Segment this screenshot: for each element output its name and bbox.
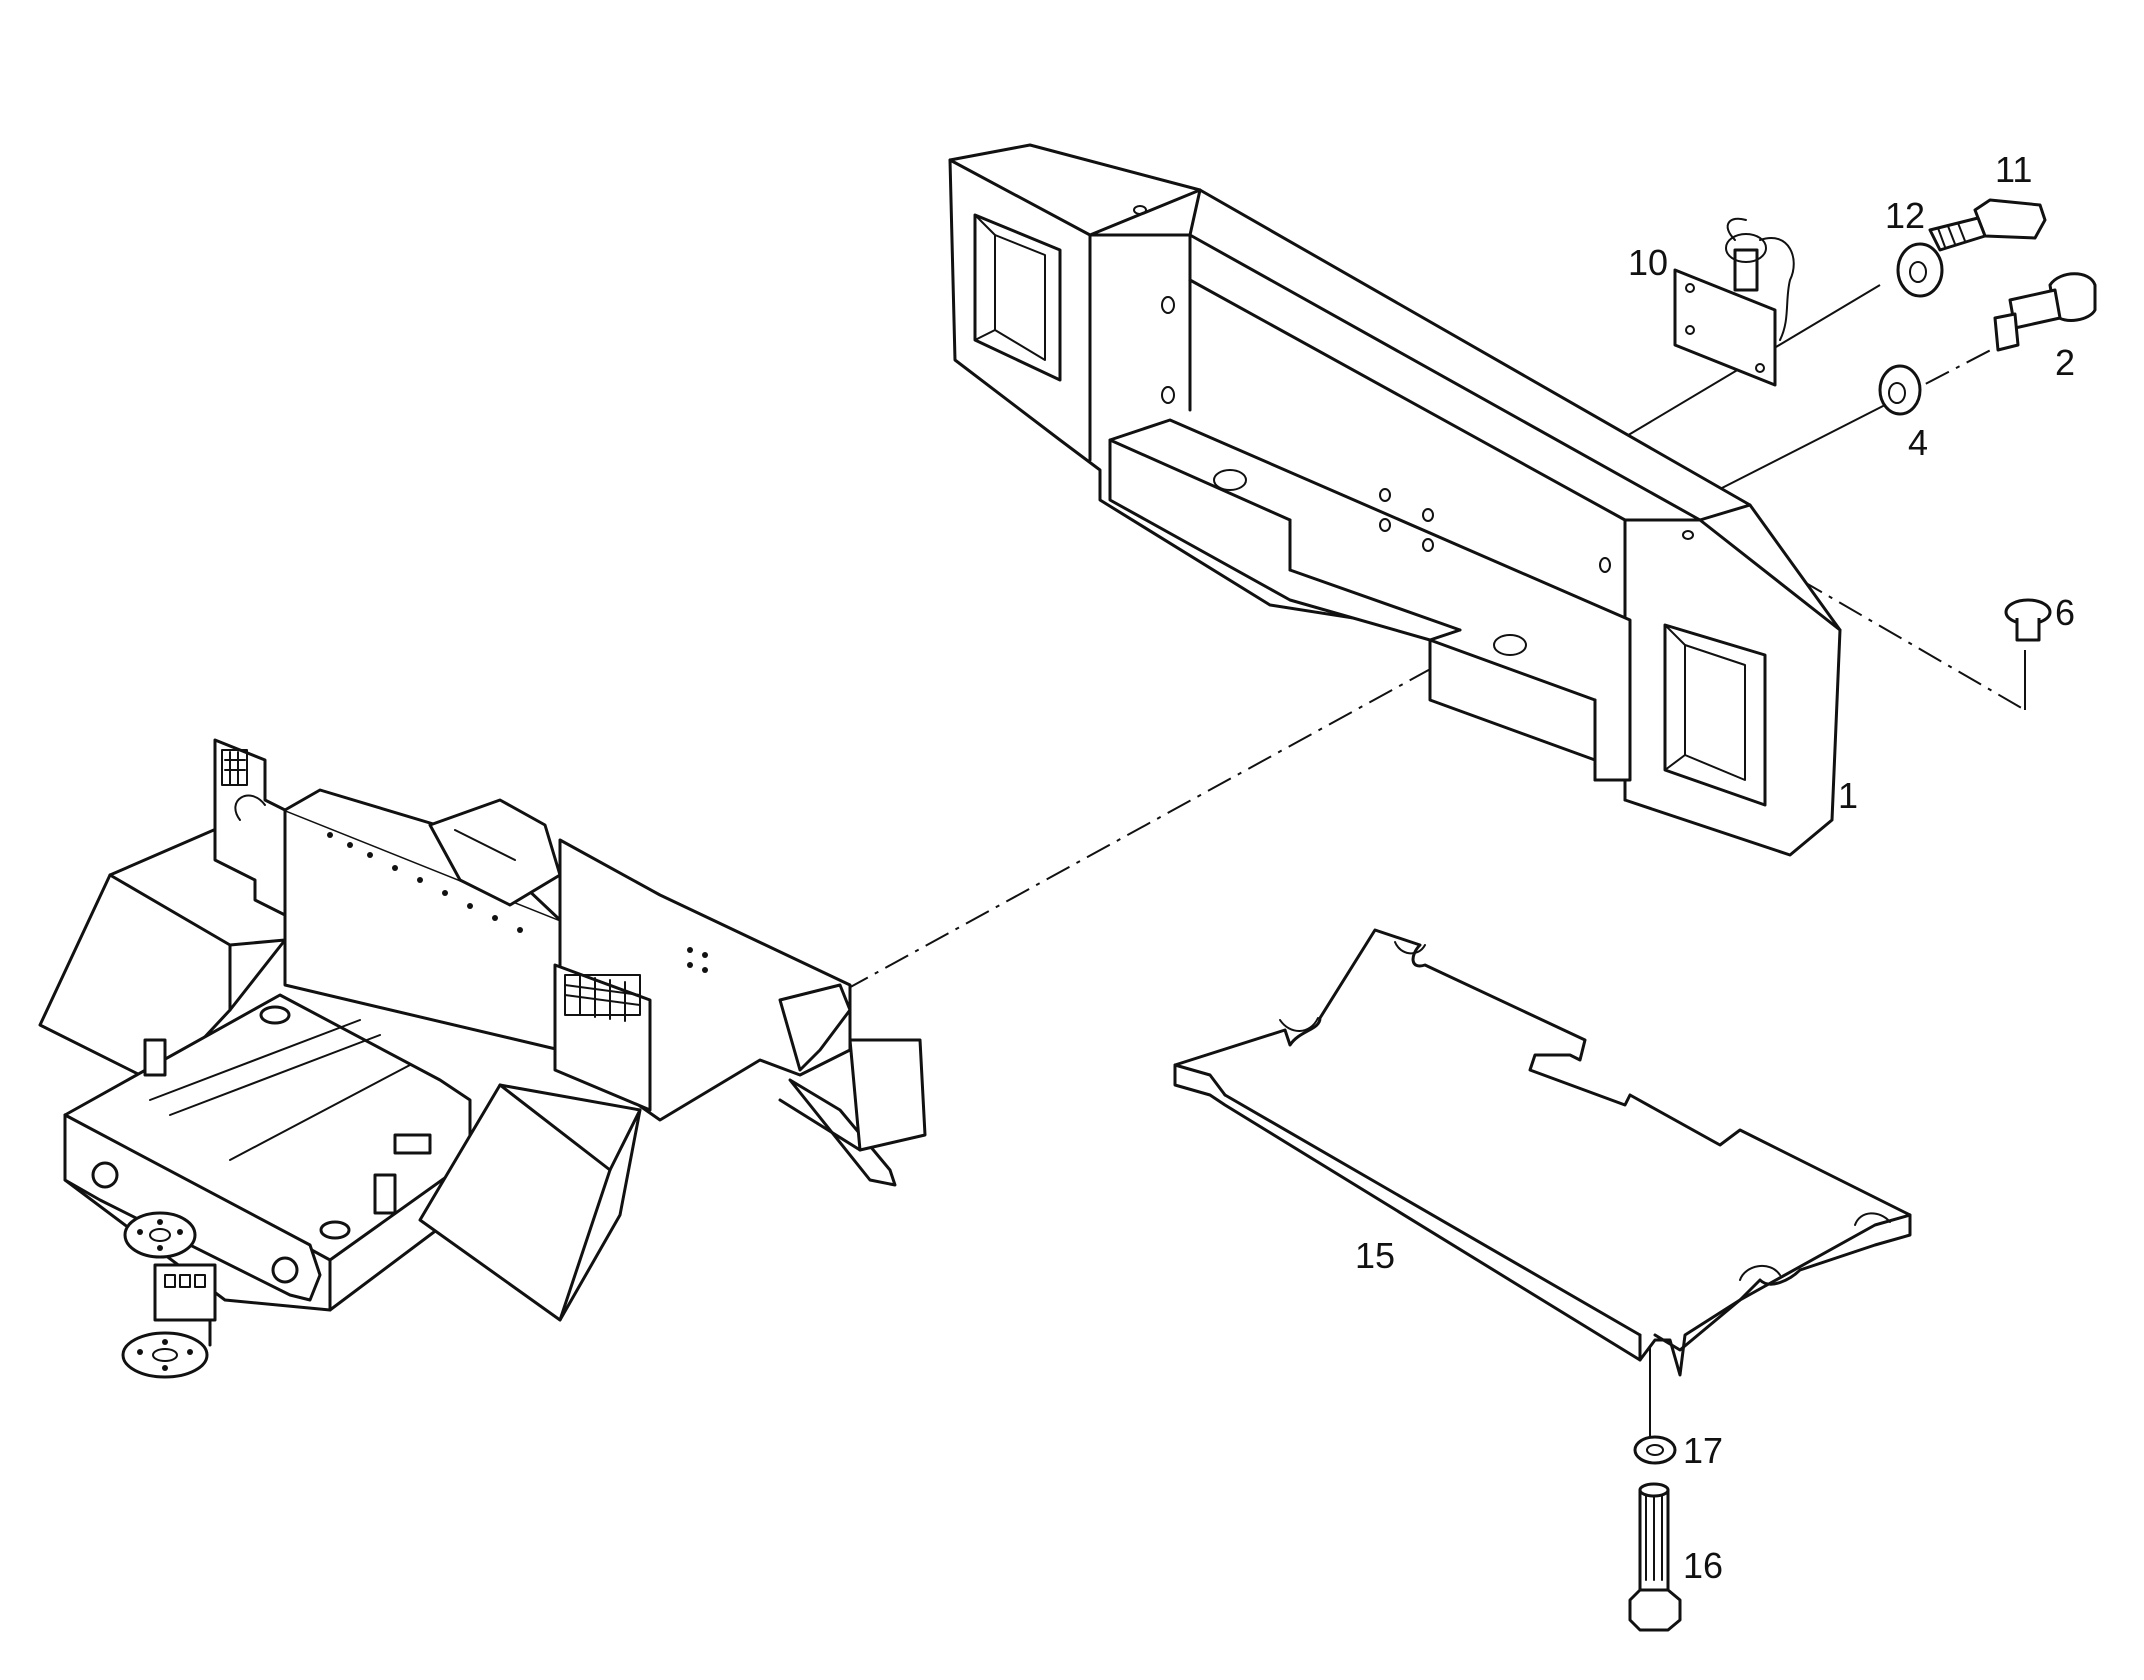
machine-frame-icon [38,738,927,1379]
hex-bolt-icon [1928,198,2047,252]
washer-icon [1878,364,1922,416]
washer-icon [1896,242,1944,298]
coupling-disc-icon [123,1211,197,1259]
callout-6: 6 [2055,592,2075,633]
pin-with-chain-bracket-icon [1673,217,1795,387]
plug-cap-icon [2004,598,2052,642]
callout-11: 11 [1995,149,2032,190]
callout-1: 1 [1838,775,1858,816]
counterweight-block-icon [948,143,1842,857]
shoulder-bolt-icon [1993,272,2097,352]
base-plate-icon [1173,928,1912,1377]
callout-10: 10 [1628,242,1668,283]
callout-2: 2 [2055,342,2075,383]
coupling-disc-icon [121,1331,209,1379]
callout-16: 16 [1683,1545,1723,1586]
leader-4 [1717,404,1886,491]
callout-4: 4 [1908,422,1928,463]
callout-12: 12 [1885,195,1925,236]
callout-15: 15 [1355,1235,1395,1276]
washer-icon [1633,1435,1677,1465]
callouts: 1 2 4 6 10 11 12 15 16 17 [1355,149,2075,1586]
hex-bolt-long-icon [1628,1482,1682,1632]
callout-17: 17 [1683,1430,1723,1471]
